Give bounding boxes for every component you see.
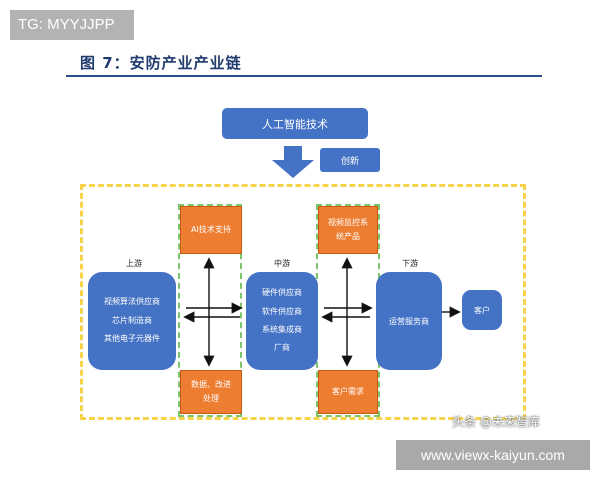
upstream-item: 视频算法供应商 bbox=[104, 297, 160, 307]
data-process-line: 处理 bbox=[203, 394, 219, 403]
customer-demand-box: 客户需求 bbox=[318, 370, 378, 414]
midstream-item: 软件供应商 bbox=[262, 306, 302, 316]
innovation-down-arrow bbox=[272, 146, 314, 178]
customer-box: 客户 bbox=[462, 290, 502, 330]
ai-technology-box: 人工智能技术 bbox=[222, 108, 368, 139]
source-watermark: 头条 @未来智库 bbox=[452, 415, 540, 429]
figure-title: 图 7：安防产业产业链 bbox=[80, 54, 242, 72]
midstream-item: 硬件供应商 bbox=[262, 288, 302, 298]
midstream-label: 中游 bbox=[274, 259, 290, 268]
midstream-item: 系统集成商 bbox=[262, 325, 302, 334]
midstream-item: 厂商 bbox=[274, 343, 290, 353]
video-product-line: 统产品 bbox=[336, 232, 360, 241]
downstream-label: 下游 bbox=[402, 259, 418, 268]
downstream-item: 运营服务商 bbox=[389, 316, 429, 326]
innovation-box: 创新 bbox=[320, 148, 380, 172]
upstream-item: 芯片制造商 bbox=[112, 315, 152, 325]
downstream-box: 运营服务商 bbox=[376, 272, 442, 370]
video-product-line: 视频监控系 bbox=[328, 217, 368, 227]
industry-chain-frame bbox=[80, 184, 526, 420]
upstream-box: 视频算法供应商 芯片制造商 其他电子元器件 bbox=[88, 272, 176, 370]
video-product-box: 视频监控系 统产品 bbox=[318, 206, 378, 254]
ai-support-box: AI技术支持 bbox=[180, 206, 242, 254]
title-rule bbox=[66, 75, 542, 77]
upstream-item: 其他电子元器件 bbox=[104, 334, 160, 344]
watermark-top: TG: MYYJJPP bbox=[10, 10, 134, 40]
watermark-bottom: www.viewx-kaiyun.com bbox=[396, 440, 590, 470]
midstream-box: 硬件供应商 软件供应商 系统集成商 厂商 bbox=[246, 272, 318, 370]
data-process-line: 数据、改进 bbox=[191, 379, 231, 389]
data-process-box: 数据、改进 处理 bbox=[180, 370, 242, 414]
upstream-label: 上游 bbox=[126, 259, 142, 268]
